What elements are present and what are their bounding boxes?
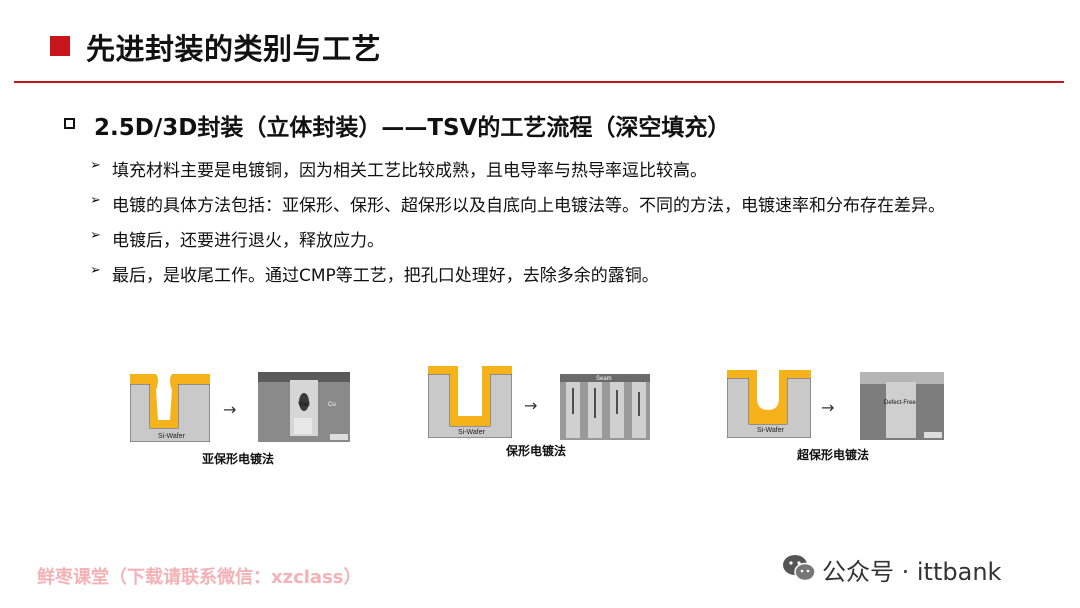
arrow-bullet-icon: ➢ — [90, 228, 101, 243]
subconformal-cross-section: Si-Wafer — [130, 374, 210, 442]
substrate-label: Si-Wafer — [458, 429, 486, 436]
conformal-cross-section: Si-Wafer — [428, 366, 512, 438]
figure-caption: 保形电镀法 — [506, 444, 567, 458]
brand-text: 公众号 · ittbank — [822, 558, 1002, 586]
figure-caption: 超保形电镀法 — [797, 448, 870, 462]
sem-annotation-seam: Seam — [596, 376, 612, 382]
arrow-right-icon: → — [821, 398, 835, 417]
bullet-text: 电镀的具体方法包括：亚保形、保形、超保形以及自底向上电镀法等。不同的方法，电镀速… — [112, 196, 945, 216]
arrow-bullet-icon: ➢ — [90, 158, 101, 173]
sem-annotation-void: Void — [298, 402, 310, 408]
arrow-right-icon: → — [524, 396, 538, 415]
bullet-text: 填充材料主要是电镀铜，因为相关工艺比较成熟，且电导率与热导率逗比较高。 — [112, 161, 707, 181]
figure-superconformal: Si-Wafer → Defect-Free 超保形电镀法 — [727, 368, 957, 463]
bullet-text: 电镀后，还要进行退火，释放应力。 — [112, 231, 384, 251]
title-divider — [14, 81, 1064, 83]
superconformal-cross-section: Si-Wafer — [727, 370, 811, 438]
section-marker — [64, 118, 75, 129]
section-heading: 2.5D/3D封装（立体封装）——TSV的工艺流程（深空填充） — [94, 115, 731, 141]
subconformal-sem-image: Void Cu — [258, 372, 350, 442]
page-title: 先进封装的类别与工艺 — [86, 32, 382, 66]
arrow-bullet-icon: ➢ — [90, 193, 101, 208]
watermark-text: 鲜枣课堂（下载请联系微信：xzclass） — [37, 567, 362, 588]
arrow-bullet-icon: ➢ — [90, 263, 101, 278]
bullet-text: 最后，是收尾工作。通过CMP等工艺，把孔口处理好，去除多余的露铜。 — [112, 266, 659, 286]
substrate-label: Si-Wafer — [757, 427, 785, 434]
substrate-label: Si-Wafer — [158, 433, 186, 440]
title-marker — [50, 36, 70, 56]
figure-subconformal: Si-Wafer → Void Cu 亚保形电镀法 — [130, 370, 360, 466]
wechat-icon — [783, 555, 816, 582]
figure-conformal: Si-Wafer → Seam 保形电镀法 — [428, 364, 658, 459]
superconformal-sem-image: Defect-Free — [860, 372, 944, 440]
title-bar: 先进封装的类别与工艺 — [0, 0, 1080, 84]
sem-annotation-cu: Cu — [328, 402, 336, 408]
sem-annotation-defect-free: Defect-Free — [884, 400, 916, 406]
conformal-sem-image: Seam — [560, 374, 650, 440]
arrow-right-icon: → — [223, 400, 237, 419]
figure-caption: 亚保形电镀法 — [202, 452, 275, 466]
